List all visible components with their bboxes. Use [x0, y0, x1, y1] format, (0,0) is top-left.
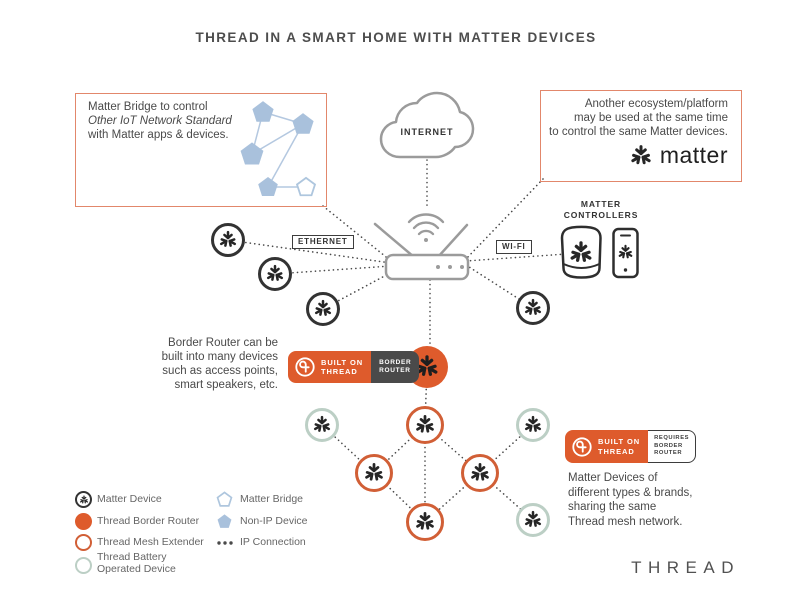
- phone-icon: [612, 227, 639, 279]
- wifi-label: WI-FI: [496, 240, 532, 254]
- matter-wordmark: matter: [659, 142, 728, 168]
- internet-cloud-icon: [379, 91, 475, 159]
- thread-mesh-extender-node: [406, 406, 444, 444]
- iot-network-graphic: [240, 101, 316, 197]
- matter-logo-icon: [265, 264, 285, 284]
- page-title: THREAD IN A SMART HOME WITH MATTER DEVIC…: [195, 30, 597, 45]
- border-router-tag: BORDER ROUTER: [371, 351, 420, 383]
- matter-logo-icon: [218, 230, 238, 250]
- thread-wordmark: THREAD: [631, 558, 740, 577]
- thread-battery-device-node: [305, 408, 339, 442]
- matter-logo-icon: [414, 511, 436, 533]
- bridge-info-text: Matter Bridge to control Other IoT Netwo…: [88, 101, 232, 141]
- thread-logo-icon: [294, 356, 316, 378]
- thread-mesh-extender-node: [406, 503, 444, 541]
- thread-mesh-extender-node: [355, 454, 393, 492]
- built-on-thread-badge: BUILT ON THREAD BORDER ROUTER: [288, 351, 420, 383]
- matter-bridge-icon: [216, 491, 233, 508]
- ecosystem-info-text: Another ecosystem/platform may be used a…: [549, 98, 728, 138]
- matter-device-node: [306, 292, 340, 326]
- thread-battery-device-node: [516, 503, 550, 537]
- thread-mesh-extender-node: [461, 454, 499, 492]
- internet-label: INTERNET: [400, 127, 454, 137]
- matter-logo-icon: [313, 299, 333, 319]
- router-icon: [373, 213, 470, 281]
- matter-logo-icon: [523, 298, 543, 318]
- matter-logo-icon: [629, 144, 653, 168]
- ip-connection-icon: [217, 541, 233, 545]
- thread-battery-device-node: [516, 408, 550, 442]
- thread-battery-device-icon: [75, 557, 92, 574]
- matter-brand: matter: [568, 142, 728, 169]
- thread-border-router-icon: [75, 513, 92, 530]
- matter-logo-icon: [414, 414, 436, 436]
- matter-logo-icon: [523, 415, 543, 435]
- legend-item: Thread Battery Operated Device: [75, 551, 235, 579]
- non-ip-device-icon: [216, 513, 233, 530]
- matter-device-node: [516, 291, 550, 325]
- matter-logo-icon: [469, 462, 491, 484]
- thread-logo-icon: [571, 436, 593, 458]
- requires-border-router-badge: BUILT ON THREAD REQUIRES BORDER ROUTER: [565, 430, 697, 463]
- wifi-signal-icon: [407, 213, 445, 236]
- matter-logo-icon: [523, 510, 543, 530]
- ethernet-label: ETHERNET: [292, 235, 354, 249]
- matter-logo-icon: [312, 415, 332, 435]
- requires-border-router-tag: REQUIRES BORDER ROUTER: [648, 430, 697, 463]
- thread-mesh-extender-icon: [75, 534, 92, 551]
- matter-device-node: [258, 257, 292, 291]
- border-router-note: Border Router can be built into many dev…: [161, 337, 278, 391]
- mesh-note: Matter Devices of different types & bran…: [568, 472, 693, 528]
- matter-logo-icon: [363, 462, 385, 484]
- matter-device-icon: [75, 491, 92, 508]
- matter-controllers-label: MATTER CONTROLLERS: [563, 199, 639, 220]
- ecosystem-info-box: [540, 90, 742, 182]
- matter-device-node: [211, 223, 245, 257]
- smart-speaker-icon: [560, 225, 602, 279]
- ip-connection-lines: [227, 159, 582, 523]
- bridge-info-box: [75, 93, 327, 207]
